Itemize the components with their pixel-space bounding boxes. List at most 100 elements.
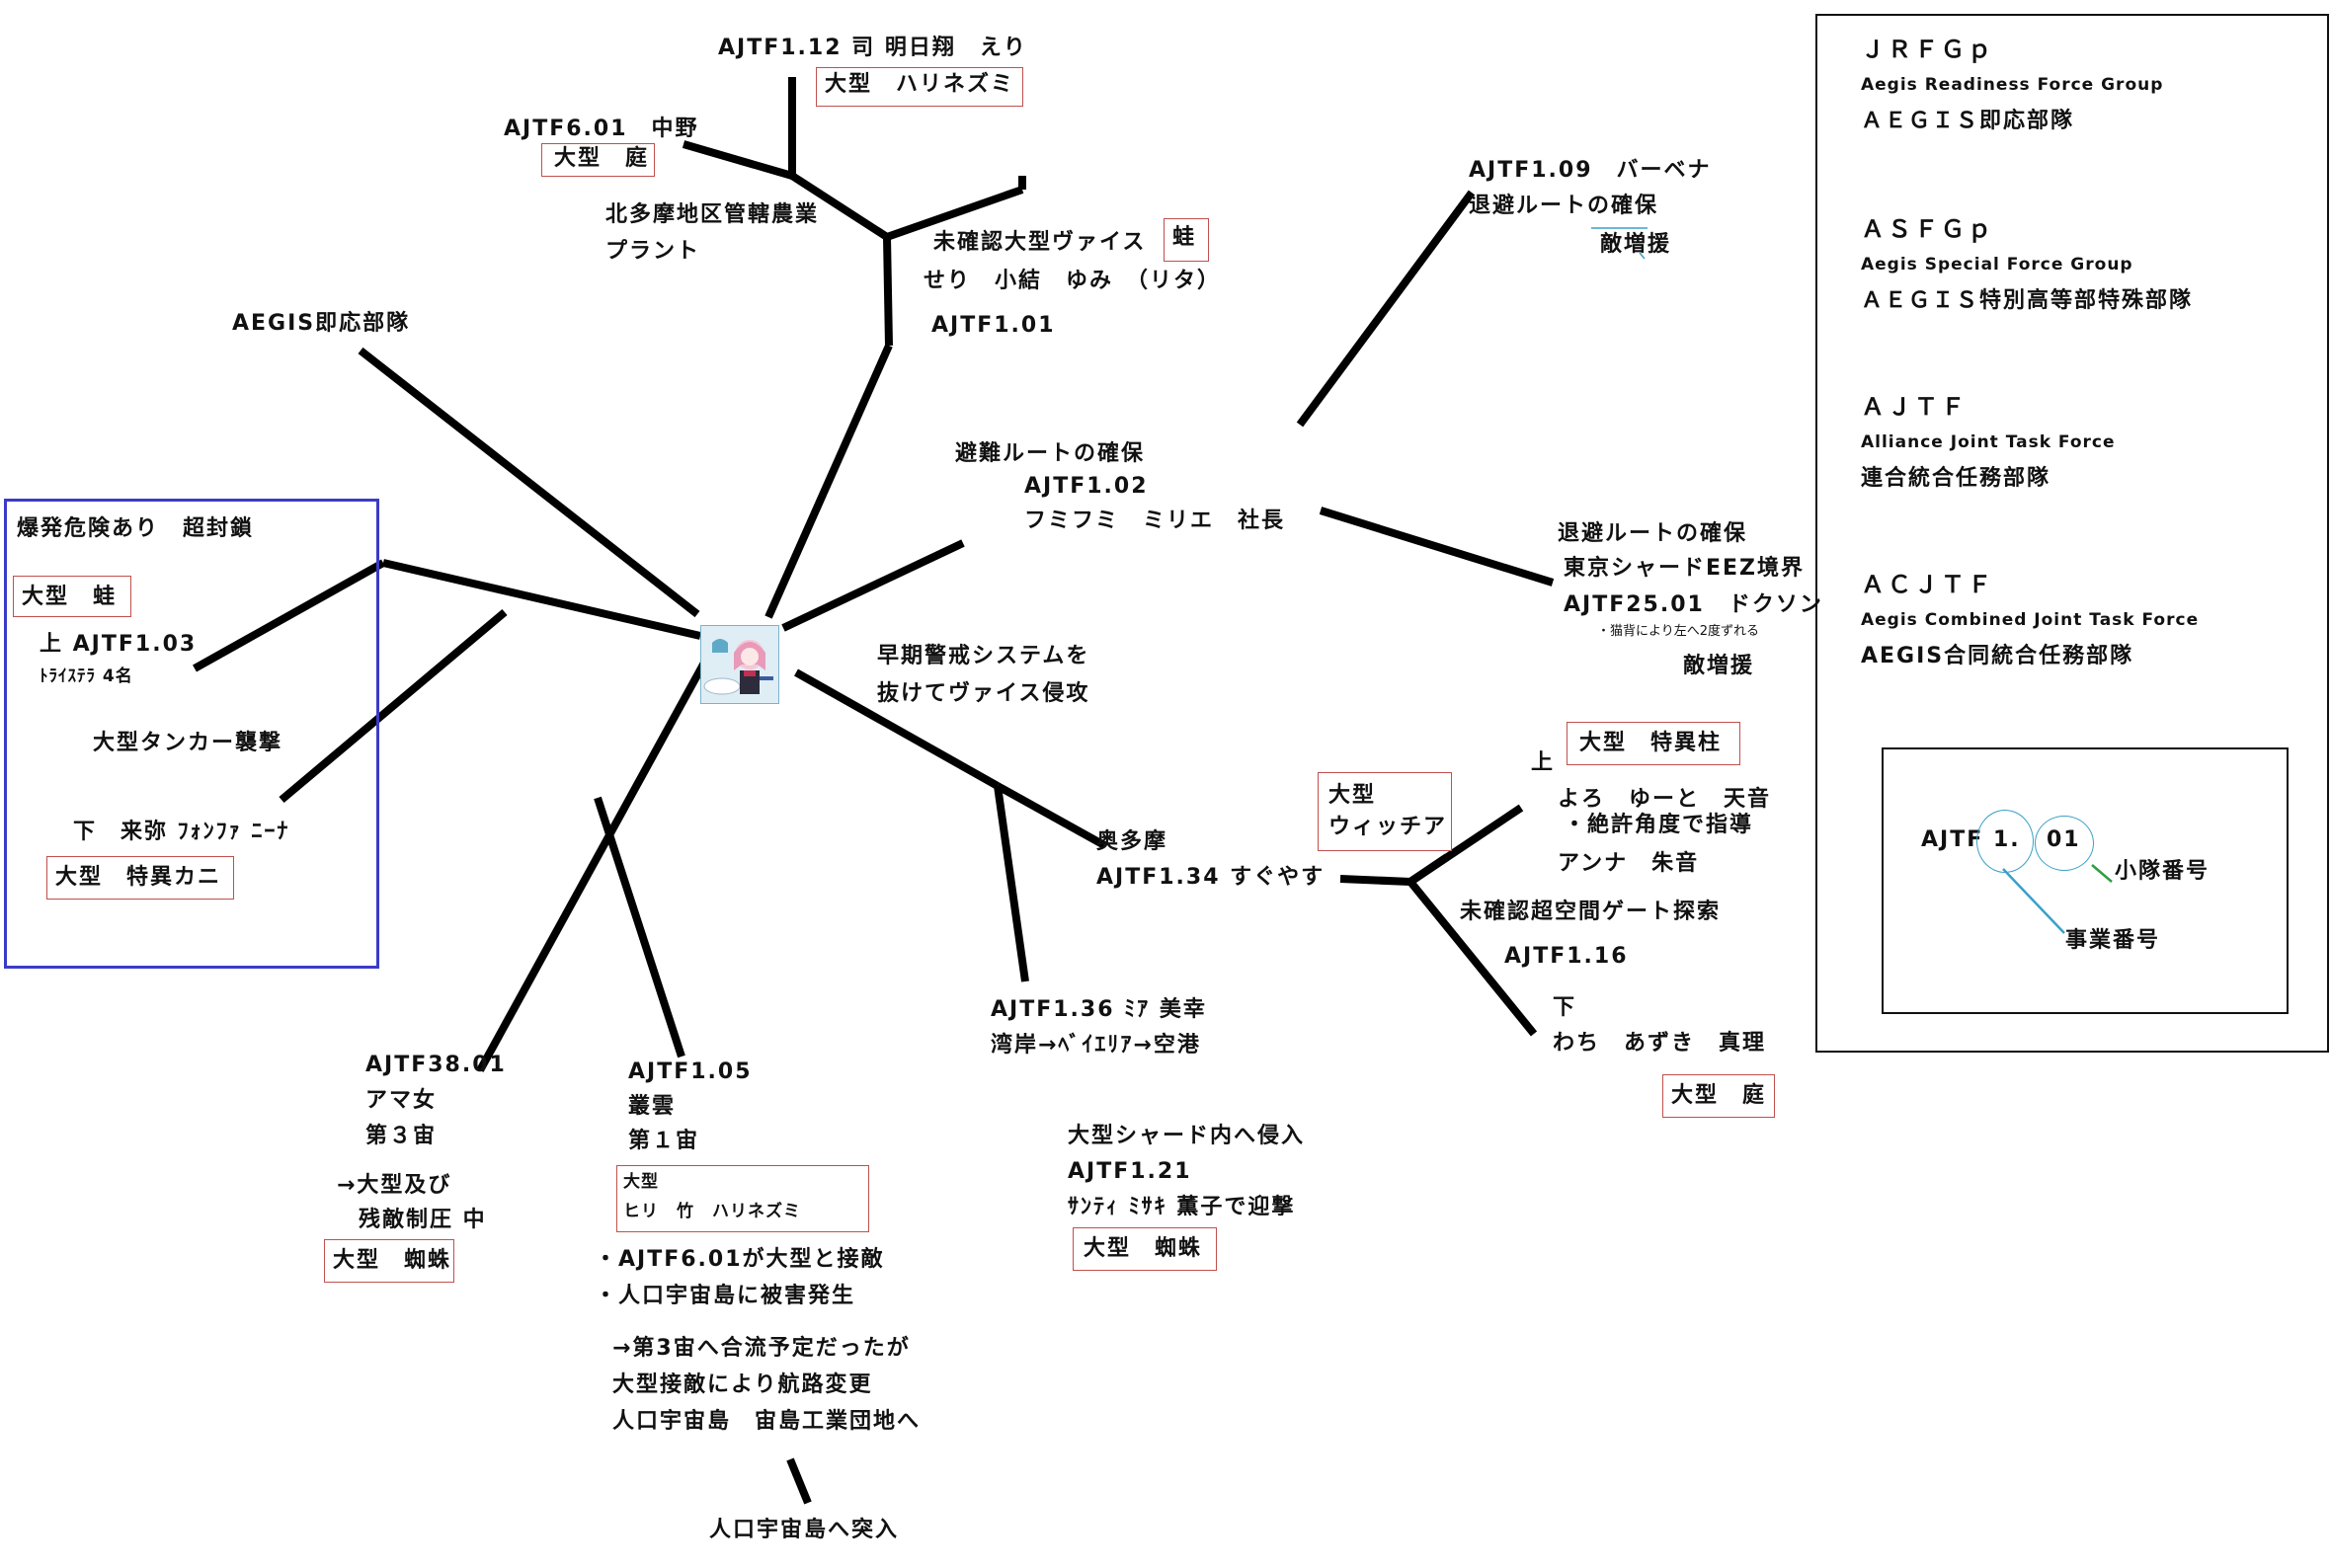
legend-g1-english: Aegis Readiness Force Group bbox=[1861, 75, 2164, 95]
legend-code-prefix: AJTF bbox=[1921, 827, 1984, 852]
top-title: AJTF1.12 司 明日翔 えり bbox=[718, 36, 1027, 60]
ajtf105-note1: →第3宙へ合流予定だったが bbox=[612, 1336, 911, 1361]
legend-g4-abbr: ＡＣＪＴＦ bbox=[1861, 571, 1994, 598]
legend-g1-japanese: ＡＥＧＩＳ即応部隊 bbox=[1861, 109, 2075, 133]
okutama-line2: AJTF1.34 すぐやす bbox=[1096, 865, 1326, 890]
ajtf38-note1: →大型及び bbox=[337, 1173, 452, 1198]
line-hub-okutama bbox=[794, 668, 1000, 790]
witch-members1: よろ ゆーと 天音 bbox=[1558, 787, 1772, 812]
tiny-mark-2 bbox=[1639, 252, 1646, 260]
ajtf38-line3: 第３宙 bbox=[365, 1124, 438, 1148]
ajtf105-enemy-line1: 大型 bbox=[623, 1172, 659, 1192]
ajtf38-line1: AJTF38.01 bbox=[365, 1053, 507, 1077]
evac-line3: フミフミ ミリエ 社長 bbox=[1024, 509, 1286, 533]
line-left-down bbox=[279, 608, 508, 804]
avatar-illustration bbox=[700, 625, 779, 704]
line-bottom-105 bbox=[594, 796, 685, 1058]
verbena-line1: AJTF1.09 バーベナ bbox=[1469, 158, 1712, 183]
line-left-up bbox=[193, 559, 385, 672]
ajtf121-enemy-box: 大型 蜘蛛 bbox=[1073, 1227, 1217, 1271]
legend-g2-japanese: ＡＥＧＩＳ特別高等部特殊部隊 bbox=[1861, 288, 2194, 313]
legend-g4-japanese: AEGIS合同統合任務部隊 bbox=[1861, 644, 2134, 668]
ajtf105-line1: AJTF1.05 bbox=[628, 1059, 753, 1084]
ajtf121-line1: 大型シャード内へ侵入 bbox=[1068, 1124, 1306, 1148]
left-enemy2-box: 大型 特異カニ bbox=[46, 856, 234, 900]
plant-line2: プラント bbox=[605, 239, 701, 264]
evac-tiny-marks bbox=[1591, 227, 1648, 260]
ajtf38-enemy-box: 大型 蜘蛛 bbox=[324, 1239, 454, 1283]
ajtf38-enemy: 大型 蜘蛛 bbox=[333, 1248, 452, 1273]
center-avatar bbox=[700, 625, 779, 704]
verbena-line3: 敵増援 bbox=[1600, 232, 1672, 257]
legend-connectors bbox=[2002, 864, 2113, 934]
legend-g2-abbr: ＡＳＦＧｐ bbox=[1861, 215, 1994, 243]
legend-squad-oval bbox=[2035, 816, 2094, 871]
ajtf105-note2: 大型接敵により航路変更 bbox=[612, 1372, 873, 1397]
top-enemy: 大型 ハリネズミ bbox=[825, 72, 1015, 97]
dokuson-line4: 敵増援 bbox=[1683, 654, 1755, 678]
legend-business-oval bbox=[1976, 810, 2034, 873]
ajtf121-enemy: 大型 蜘蛛 bbox=[1084, 1236, 1203, 1261]
left-enemy2: 大型 特異カニ bbox=[55, 865, 222, 890]
line-hub-evac bbox=[781, 539, 965, 632]
dokuson-line2: 東京シャードEEZ境界 bbox=[1564, 556, 1806, 581]
left-down: 下 来弥 ﾌｫﾝﾌｧ ﾆｰﾅ bbox=[73, 820, 290, 844]
line-witch-down bbox=[1407, 879, 1538, 1037]
ajtf105-line3: 第１宙 bbox=[628, 1129, 700, 1153]
witch-enemy-line2: ウィッチア bbox=[1328, 815, 1448, 840]
frog-box: 蛙 bbox=[1164, 218, 1209, 262]
legend-business-label: 事業番号 bbox=[2065, 928, 2161, 953]
left-box-title: 爆発危険あり 超封鎖 bbox=[17, 516, 255, 541]
witch-down: 下 bbox=[1553, 995, 1577, 1020]
line-okutama-down bbox=[994, 785, 1029, 982]
ajtf105-line2: 叢雲 bbox=[628, 1094, 677, 1119]
legend-blue-line bbox=[2002, 868, 2065, 934]
line-witch-main bbox=[1339, 875, 1411, 886]
left-blockade-frame bbox=[4, 499, 379, 969]
witch-pillar-box: 大型 特異柱 bbox=[1567, 722, 1740, 765]
witch-enemy2: 大型 庭 bbox=[1671, 1083, 1767, 1108]
legend-g1-abbr: ＪＲＦＧｐ bbox=[1861, 36, 1994, 63]
top-enemy-box: 大型 ハリネズミ bbox=[816, 67, 1023, 107]
top-code: AJTF1.01 bbox=[931, 313, 1056, 338]
dokuson-note: ・猫背により左へ2度ずれる bbox=[1597, 624, 1760, 639]
legend-code-frame bbox=[1882, 747, 2289, 1014]
unconfirmed-label: 未確認大型ヴァイス bbox=[933, 230, 1147, 255]
legend-squad-label: 小隊番号 bbox=[2115, 859, 2210, 884]
ajtf136-line2: 湾岸→ﾍﾞｲｴﾘｱ→空港 bbox=[991, 1033, 1201, 1058]
ajtf105-enemy-box: 大型 ヒリ 竹 ハリネズミ bbox=[616, 1165, 869, 1232]
witch-enemy-box: 大型 ウィッチア bbox=[1318, 772, 1452, 851]
line-witch-box bbox=[1407, 853, 1450, 886]
line-top-trunk bbox=[883, 236, 893, 347]
legend-g3-japanese: 連合統合任務部隊 bbox=[1861, 466, 2051, 491]
line-okutama-branch bbox=[996, 782, 1106, 849]
nakano-enemy: 大型 庭 bbox=[554, 146, 650, 171]
nakano-enemy-box: 大型 庭 bbox=[541, 143, 655, 177]
witch-pillar: 大型 特異柱 bbox=[1579, 731, 1723, 755]
ajtf105-note3: 人口宇宙島 宙島工業団地へ bbox=[612, 1409, 922, 1434]
legend-business-code: 1. bbox=[1993, 827, 2021, 852]
left-tanker: 大型タンカー襲撃 bbox=[93, 731, 283, 755]
ajtf105-bullet1: ・AJTF6.01が大型と接敵 bbox=[595, 1247, 885, 1272]
top-members: せり 小結 ゆみ （リタ） bbox=[924, 269, 1222, 293]
dokuson-line1: 退避ルートの確保 bbox=[1558, 521, 1748, 546]
witch-bullet: ・絶許角度で指導 bbox=[1564, 813, 1754, 837]
dokuson-line3: AJTF25.01 ドクソン bbox=[1564, 592, 1823, 617]
verbena-line2: 退避ルートの確保 bbox=[1469, 194, 1659, 218]
evac-line1: 避難ルートの確保 bbox=[955, 441, 1146, 466]
legend-green-line bbox=[2091, 864, 2113, 883]
okutama-line1: 奥多摩 bbox=[1096, 829, 1168, 854]
line-hub-aegis bbox=[358, 347, 700, 618]
line-top-branch-nakano bbox=[682, 140, 794, 180]
legend-squad-code: 01 bbox=[2047, 827, 2081, 852]
witch-members3: わち あずき 真理 bbox=[1553, 1031, 1767, 1056]
ajtf38-line2: アマ女 bbox=[365, 1088, 438, 1113]
witch-gate: 未確認超空間ゲート探索 bbox=[1460, 900, 1722, 924]
ajtf105-final: 人口宇宙島へ突入 bbox=[709, 1518, 900, 1542]
aegis-label: AEGIS即応部隊 bbox=[232, 311, 411, 336]
line-hub-left bbox=[382, 559, 701, 640]
line-hub-bottom bbox=[476, 652, 713, 1072]
ajtf105-bullet2: ・人口宇宙島に被害発生 bbox=[595, 1284, 856, 1308]
